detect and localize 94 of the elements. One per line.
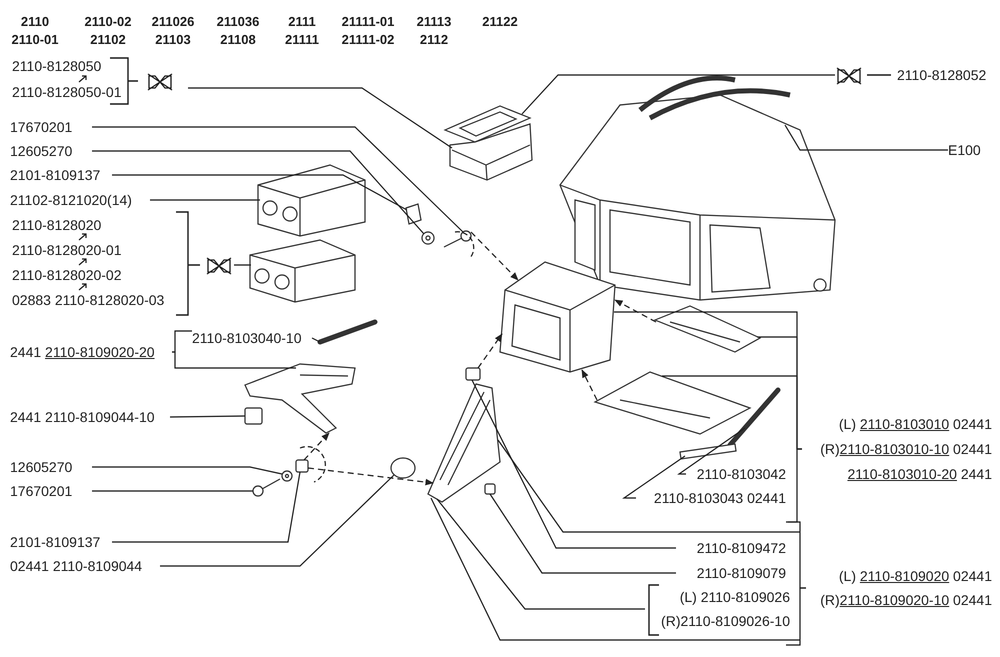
clip-drawing [295,459,309,473]
heater-housing-drawing [559,76,836,301]
part-number: (L) 2110-8109020 02441 [838,567,992,586]
dashed-arrow [478,333,502,368]
part-number: E100 [948,140,994,160]
part-number: 02883 2110-8128020-03 [12,291,164,310]
dashed-arrow [308,467,434,486]
model-code: 2110 [20,13,50,31]
leader-line [522,74,835,114]
leader-line [92,126,464,232]
leader-line [234,264,251,266]
part-number: 2110-8103042 [686,464,786,484]
model-code: 2112 [420,31,448,49]
leader-line [312,337,320,343]
leader-line [622,456,686,499]
leader-line [92,150,424,234]
model-code: 2111 [288,13,316,31]
part-number: (L) 2110-8103010 02441 [838,415,992,434]
link-rod-drawing [318,320,378,344]
model-code: 21102 [90,31,126,49]
flap-drawing [653,305,762,353]
leader-line [172,351,296,369]
air-duct-drawing [499,261,616,373]
leader-line [170,415,245,418]
lever-mechanism-drawing [244,363,356,434]
part-number: 2110-8128020-01 [12,241,122,260]
clip-drawing [405,203,422,225]
dashed-arrow [614,299,656,323]
part-number: 12605270 [10,457,92,477]
part-number: 2441 2110-8109020-20 [10,342,172,362]
model-code: 21113 [416,13,452,31]
part-number: 17670201 [10,481,92,501]
washer-drawing [421,231,435,245]
pivot-block-drawing [465,367,481,381]
part-number: (L) 2110-8109026 [680,588,790,607]
part-number: 2110-8128052 [897,66,986,85]
model-code: 21111 [285,31,319,49]
washer-drawing [281,470,293,482]
part-number: 2110-8128020-02 [12,266,122,285]
leader-line [150,199,260,201]
part-number: (R)2110-8109020-10 02441 [820,591,992,610]
dashed-arrow [304,432,330,460]
part-number: 2441 2110-8109044-10 [10,407,170,427]
part-number: 02441 2110-8109044 [10,556,160,576]
bar-drawing [679,443,737,460]
leader-line [677,428,746,475]
leader-line [471,380,676,549]
leader-line [188,87,452,148]
leader-line [784,124,948,151]
leader-line [490,494,676,574]
clip-drawing [484,483,496,495]
pad-drawing [244,407,263,425]
model-code: 21103 [155,31,191,49]
part-number: 21102-8121020(14) [10,190,150,210]
model-code: 2110-01 [12,31,58,49]
part-number: 2110-8103010-20 2441 [847,465,992,484]
part-number: 17670201 [10,117,92,137]
model-code: 21108 [220,31,256,49]
part-number: 2110-8109079 [676,563,786,583]
part-number: 2101-8109137 [10,165,112,185]
leader-line [430,497,807,646]
leader-line [92,466,282,475]
leader-line [436,498,645,610]
model-code: 21111-02 [342,31,394,49]
part-number: 12605270 [10,141,92,161]
part-number: 2110-8128020 [12,216,102,235]
dashed-arrow [581,369,598,400]
leader-line [112,174,408,211]
leader-line [172,330,192,353]
flap-drawing [593,371,752,435]
leader-line [160,474,394,567]
model-code: 211036 [216,13,260,31]
control-unit-drawing [257,164,366,237]
part-number: (R)2110-8109026-10 [661,612,790,631]
model-code: 211026 [152,13,194,31]
part-number: 2101-8109137 [10,532,112,552]
model-code: 21122 [482,13,518,31]
part-number: 2110-8128050 [12,57,102,76]
screw-drawing [444,230,472,248]
knob-drawing [390,457,416,479]
part-number: 2110-8103040-10 [192,328,312,348]
control-unit-drawing [249,239,356,303]
leader-line [661,375,803,523]
dashed-arrow [470,232,519,281]
screw-drawing [252,478,280,497]
part-number: (R)2110-8103010-10 02441 [820,440,992,459]
model-code: 2110-02 [84,13,132,31]
leader-line [92,490,253,492]
lever-bracket-drawing [427,383,501,503]
leader-line [112,472,301,543]
part-number: 2110-8109472 [676,538,786,558]
model-code: 21111-01 [342,13,394,31]
part-number: 2110-8128050-01 [12,83,122,102]
part-number: 2110-8103043 02441 [636,488,786,508]
